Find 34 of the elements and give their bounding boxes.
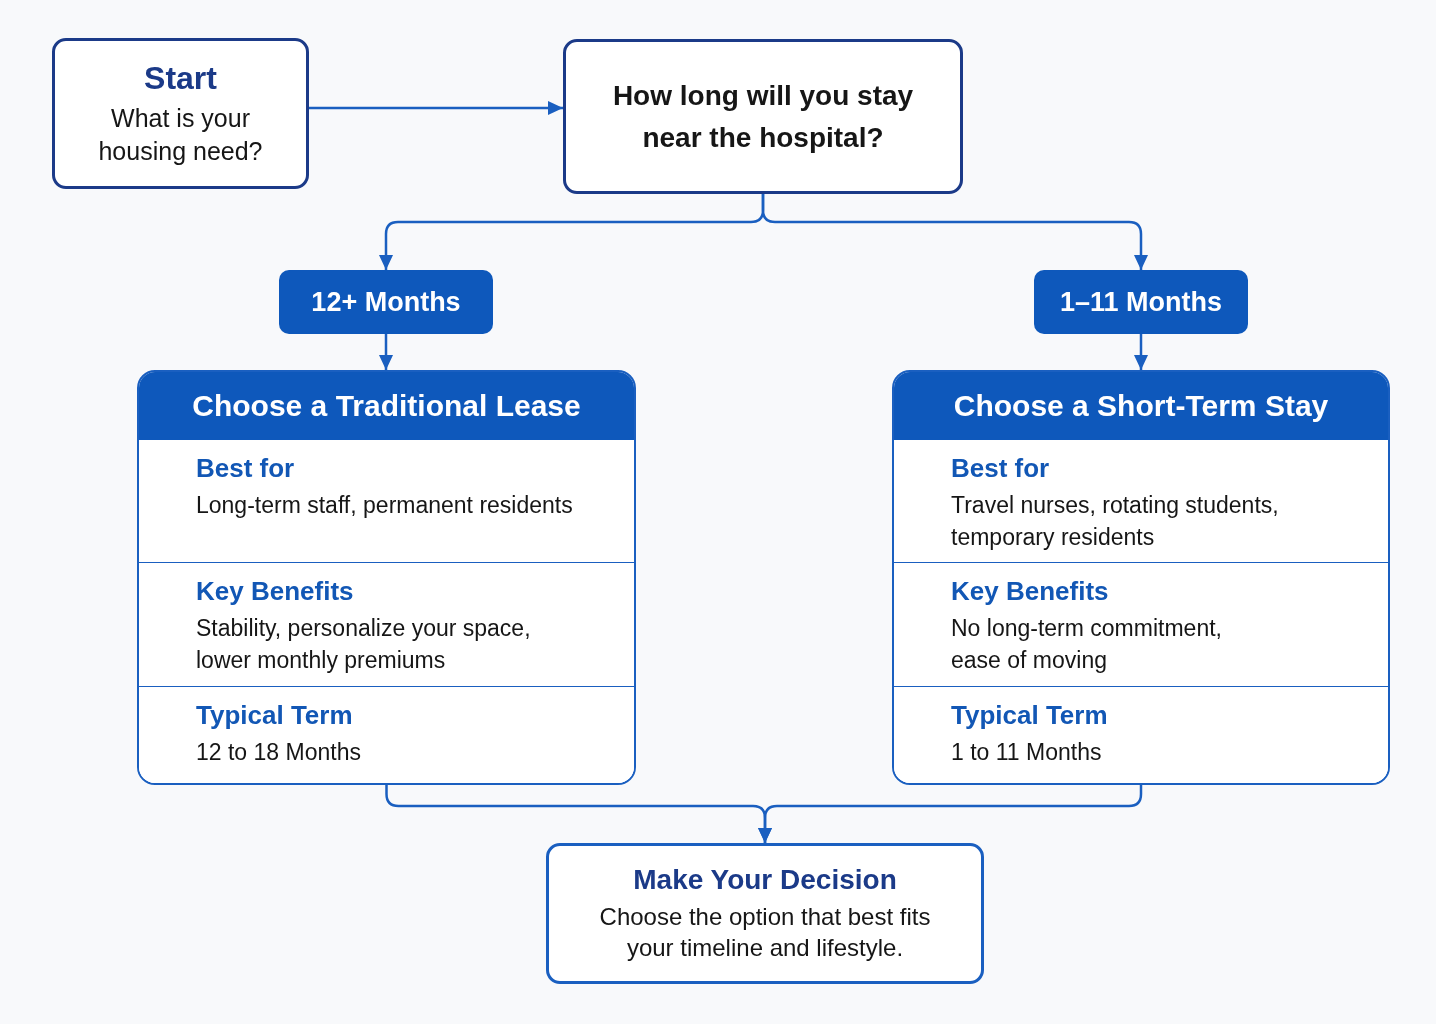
box-text: Choose the option that best fits your timeline and lifestyle.	[598, 901, 932, 964]
section-text: Long-term staff, permanent residents	[196, 491, 574, 521]
card-section	[139, 686, 634, 783]
card-section	[894, 686, 1388, 783]
box-title: Start	[144, 59, 217, 98]
section-heading: Best for	[196, 453, 296, 485]
arrow	[761, 194, 1148, 270]
section-text: Travel nurses, rotating students, temporary residents	[951, 491, 1280, 553]
section-heading: Key Benefits	[951, 576, 1110, 608]
section-text: 12 to 18 Months	[196, 738, 362, 768]
start-box	[52, 38, 309, 189]
section-text: 1 to 11 Months	[951, 738, 1103, 768]
question-box	[563, 39, 963, 194]
section-heading: Best for	[951, 453, 1051, 485]
option-card	[892, 370, 1390, 785]
decision-box	[546, 843, 984, 984]
option-pill	[1034, 270, 1248, 334]
arrow	[1134, 334, 1148, 370]
box-title: Make Your Decision	[633, 863, 897, 897]
option-card	[137, 370, 636, 785]
question-text: How long will you stay near the hospital?	[611, 78, 915, 155]
section-heading: Typical Term	[196, 700, 354, 732]
option-label: 12+ Months	[311, 286, 461, 318]
option-label: 1–11 Months	[1059, 286, 1223, 318]
option-pill	[279, 270, 493, 334]
card-title: Choose a Short-Term Stay	[953, 389, 1329, 423]
arrow	[379, 334, 393, 370]
section-heading: Typical Term	[951, 700, 1109, 732]
arrow	[309, 101, 563, 115]
card-title: Choose a Traditional Lease	[192, 389, 581, 423]
box-text: What is your housing need?	[97, 102, 264, 167]
section-heading: Key Benefits	[196, 576, 355, 608]
section-text: Stability, personalize your space, lower monthly premiums	[196, 614, 532, 676]
section-text: No long-term commitment, ease of moving	[951, 614, 1223, 676]
